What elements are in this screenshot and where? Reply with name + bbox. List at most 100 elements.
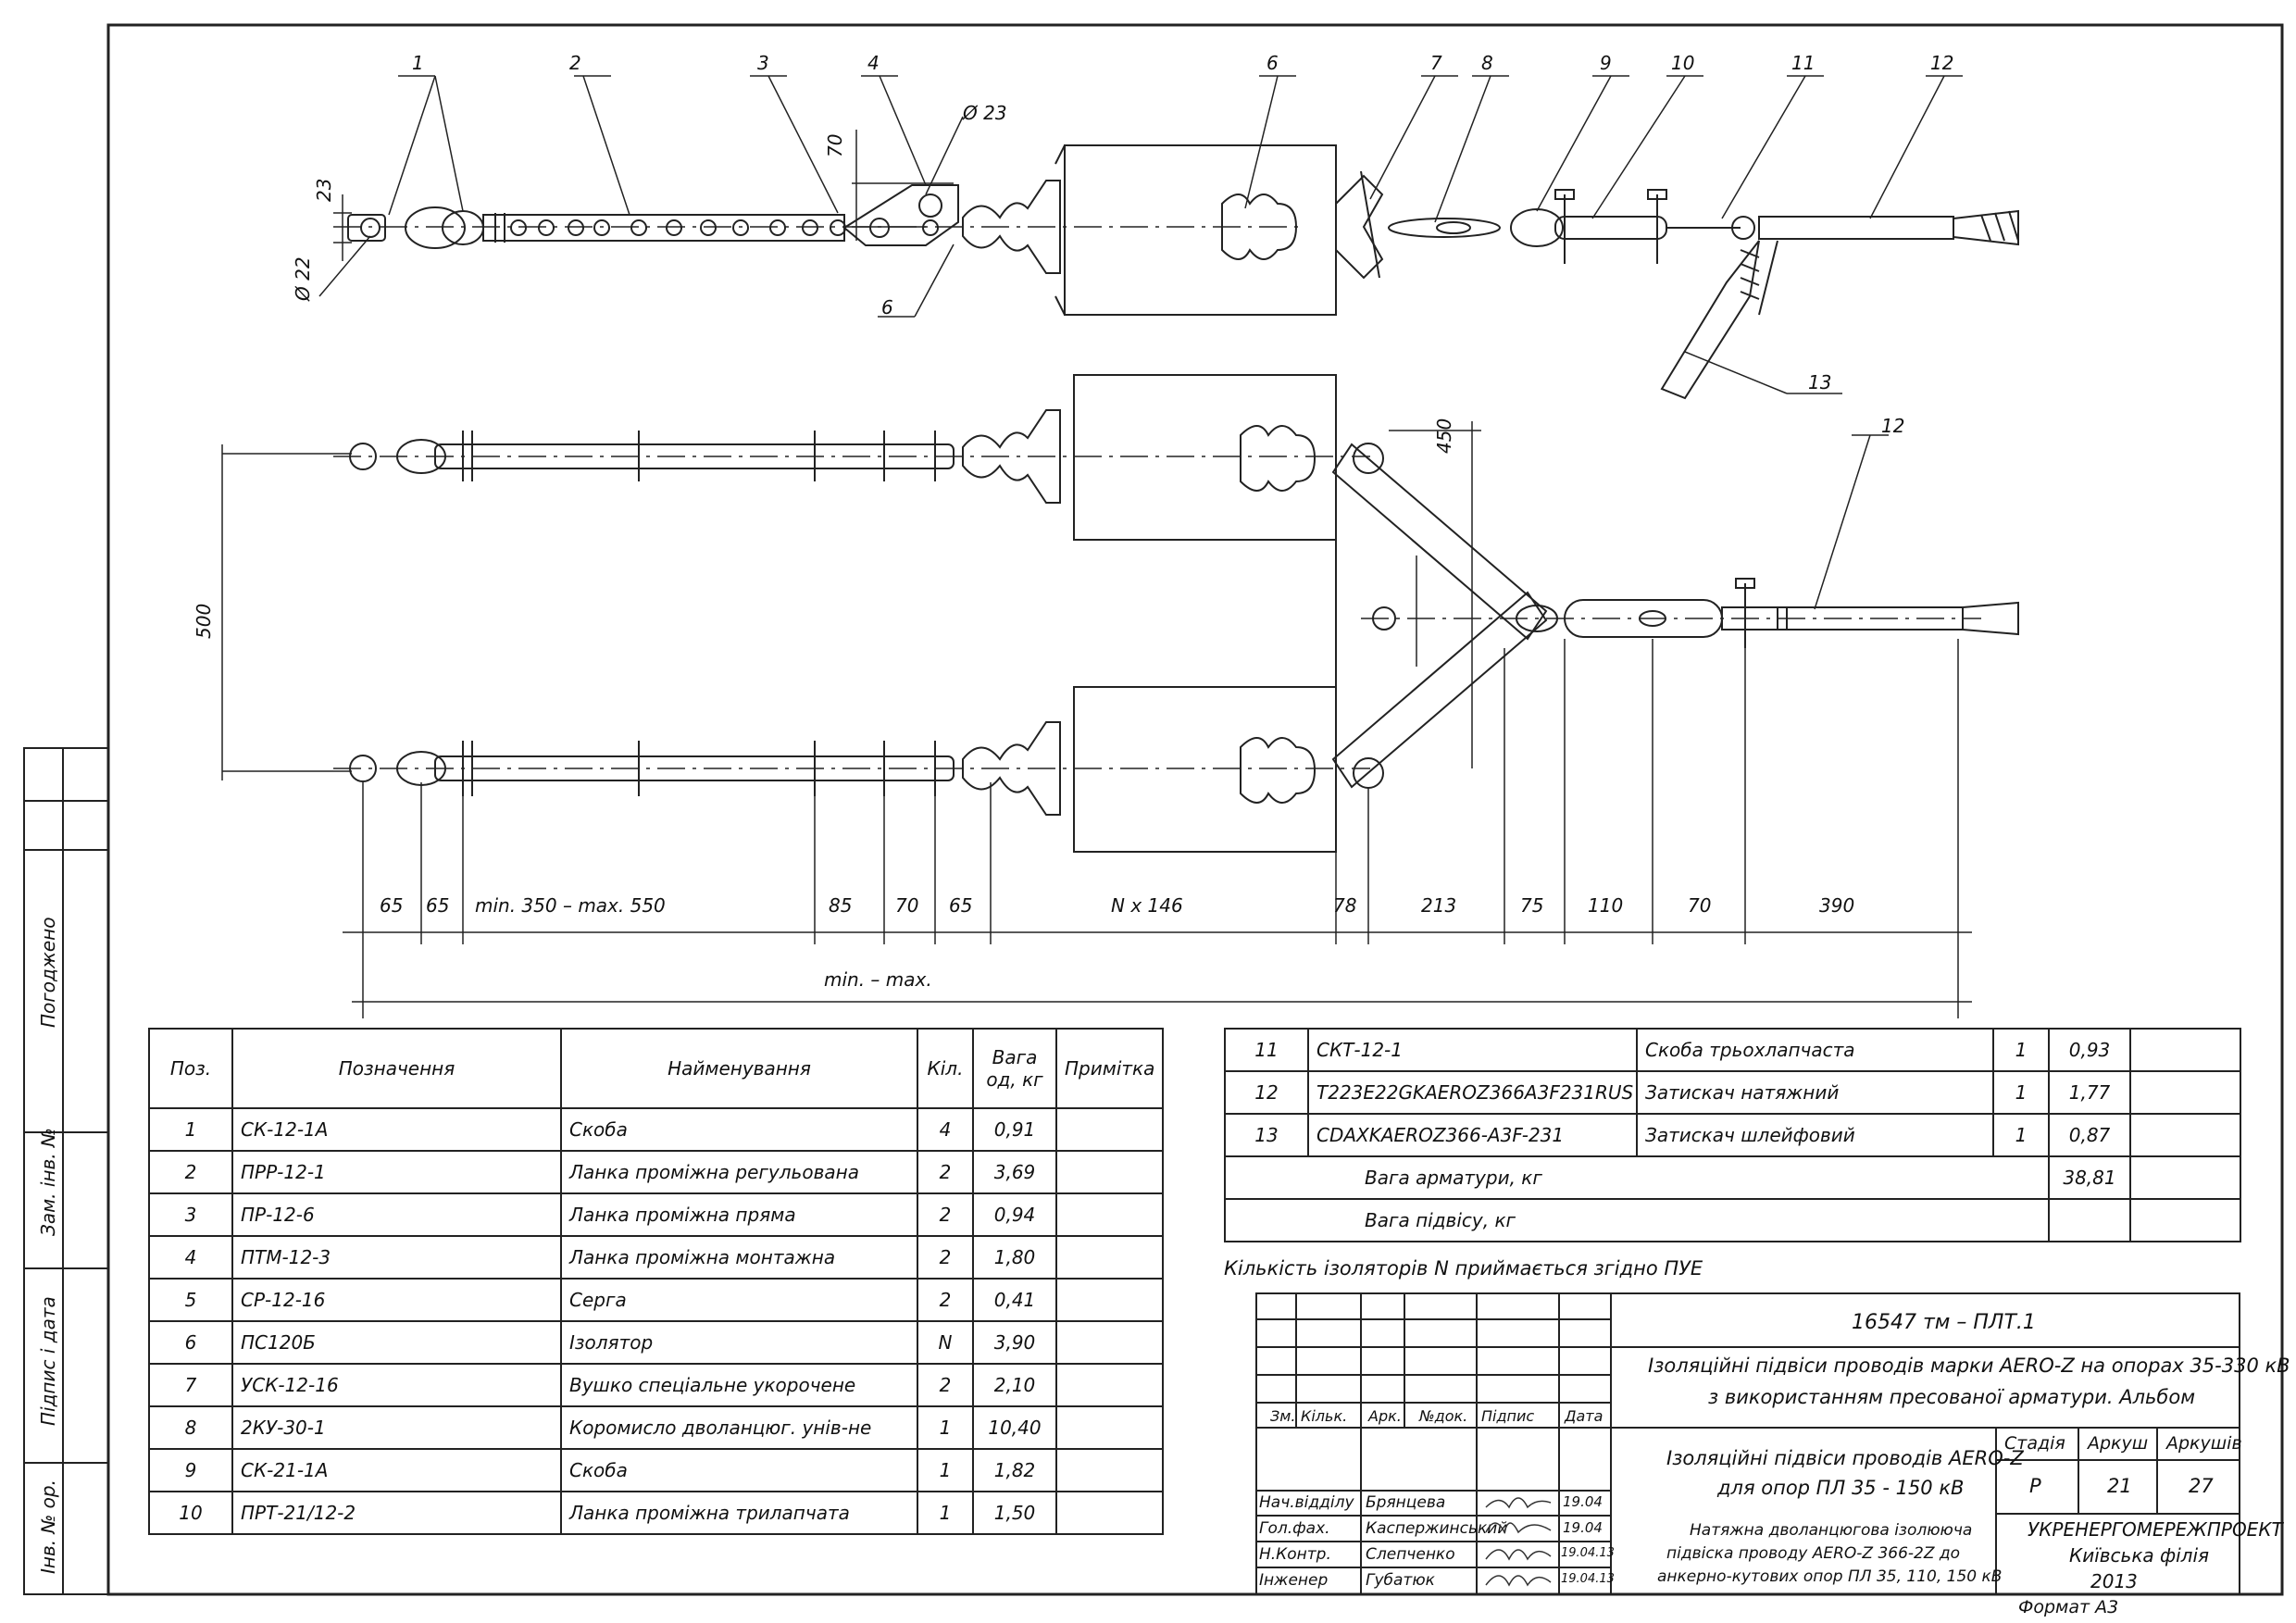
cell	[1055, 1278, 1164, 1322]
cell: 1,80	[972, 1235, 1057, 1280]
top-assembly	[333, 144, 2019, 400]
cell	[1055, 1320, 1164, 1365]
dim-bottom-11: 110	[1588, 894, 1624, 917]
dim-450: 450	[1433, 418, 1455, 454]
role-2-name: Каспержинський	[1366, 1519, 1508, 1538]
cell: ПР-12-6	[231, 1192, 562, 1237]
sheet-label: Аркуш	[2088, 1433, 2149, 1454]
cell: Ланка проміжна трилапчата	[560, 1491, 918, 1535]
stamp-replace-inv: Зам. інв. №	[37, 1128, 59, 1236]
dim-bottom-8: 78	[1333, 894, 1357, 917]
callout-10: 10	[1671, 52, 1695, 74]
cell: Ізолятор	[560, 1320, 918, 1365]
cell: ПРТ-21/12-2	[231, 1491, 562, 1535]
role-4: Інженер	[1259, 1571, 1329, 1590]
th-designation: Позначення	[231, 1028, 562, 1109]
link-holes	[510, 219, 846, 236]
dim-bottom-2: 65	[426, 894, 450, 917]
cell: 1	[1992, 1070, 2050, 1115]
callout-9: 9	[1600, 52, 1612, 74]
cell	[1055, 1491, 1164, 1535]
cell: Скоба	[560, 1448, 918, 1492]
rev-header-doc: №док.	[1419, 1407, 1468, 1425]
cell: 2	[917, 1363, 974, 1407]
rev-header-sign: Підпис	[1481, 1407, 1535, 1425]
cell: ПРР-12-1	[231, 1150, 562, 1194]
cell: Скоба трьохлапчаста	[1636, 1028, 1994, 1072]
format-label: Формат А3	[2018, 1597, 2119, 1617]
sheets-label: Аркушів	[2166, 1433, 2242, 1454]
role-3: Н.Контр.	[1259, 1545, 1331, 1564]
cell: 3,90	[972, 1320, 1057, 1365]
doc-code: 16547 тм – ПЛТ.1	[1852, 1311, 2036, 1334]
stamp-inv-orig: Інв. № ор.	[37, 1479, 59, 1574]
role-1: Нач.відділу	[1259, 1493, 1354, 1512]
dim-70-top: 70	[824, 133, 846, 157]
cell: 4	[148, 1235, 233, 1280]
role-2: Гол.фах.	[1259, 1519, 1330, 1538]
cell: Вушко спеціальне укорочене	[560, 1363, 918, 1407]
callout-13: 13	[1808, 371, 1832, 393]
dim-bottom-9: 213	[1421, 894, 1457, 917]
callout-1: 1	[412, 52, 424, 74]
dim-bottom-3: min. 350 – max. 550	[475, 894, 666, 917]
cell: 2КУ-30-1	[231, 1405, 562, 1450]
dim-bottom-13: 390	[1819, 894, 1855, 917]
cell	[2129, 1198, 2241, 1242]
cell: T223E22GKAEROZ366A3F231RUS	[1307, 1070, 1638, 1115]
cell	[1055, 1192, 1164, 1237]
stage-value: Р	[2029, 1475, 2041, 1497]
cell: 7	[148, 1363, 233, 1407]
cell: СК-21-1А	[231, 1448, 562, 1492]
weight-assembly-row: Вага підвісу, кг	[1224, 1198, 2241, 1242]
callout-12: 12	[1930, 52, 1954, 74]
callout-leaders	[388, 75, 1963, 610]
th-weight: Вага од, кг	[972, 1028, 1057, 1109]
org-name: УКРЕНЕРГОМЕРЕЖПРОЕКТ	[2028, 1518, 2283, 1541]
role-3-name: Слепченко	[1366, 1545, 1455, 1564]
callout-8: 8	[1481, 52, 1493, 74]
cell: ПС120Б	[231, 1320, 562, 1365]
cell: ПТМ-12-3	[231, 1235, 562, 1280]
cell: Затискач шлейфовий	[1636, 1113, 1994, 1157]
rev-header-date: Дата	[1565, 1407, 1603, 1425]
cell: 1	[917, 1448, 974, 1492]
cell: 0,41	[972, 1278, 1057, 1322]
callout-4: 4	[867, 52, 880, 74]
cell: 1	[148, 1107, 233, 1152]
role-4-name: Губатюк	[1366, 1571, 1435, 1590]
dim-d23-hole: Ø 23	[963, 102, 1007, 124]
cell: 1	[917, 1405, 974, 1450]
cell: 10	[148, 1491, 233, 1535]
stage-label: Стадія	[2004, 1433, 2065, 1454]
callout-5: 6	[881, 296, 893, 318]
role-4-date: 19.04.13	[1561, 1572, 1615, 1586]
th-name: Найменування	[560, 1028, 918, 1109]
weight-assembly-label: Вага підвісу, кг	[1224, 1198, 2050, 1242]
weight-fittings-value: 38,81	[2048, 1155, 2131, 1200]
dimension-lines	[221, 116, 1972, 1018]
th-note: Примітка	[1055, 1028, 1164, 1109]
org-branch: Київська філія	[2069, 1544, 2210, 1567]
cell: 8	[148, 1405, 233, 1450]
cell	[1055, 1363, 1164, 1407]
cell	[1055, 1107, 1164, 1152]
cell	[2129, 1113, 2241, 1157]
section-title-2: для опор ПЛ 35 - 150 кВ	[1717, 1477, 1965, 1499]
cell: СК-12-1А	[231, 1107, 562, 1152]
insulator-note: Кількість ізоляторів N приймається згідн…	[1224, 1257, 1703, 1280]
dim-bottom-10: 75	[1520, 894, 1544, 917]
cell: Скоба	[560, 1107, 918, 1152]
cell	[2129, 1155, 2241, 1200]
role-1-date: 19.04	[1563, 1493, 1603, 1510]
cell: УСК-12-16	[231, 1363, 562, 1407]
cell: Ланка проміжна пряма	[560, 1192, 918, 1237]
drawing-title-3: анкерно-кутових опор ПЛ 35, 110, 150 кВ	[1657, 1567, 2003, 1586]
